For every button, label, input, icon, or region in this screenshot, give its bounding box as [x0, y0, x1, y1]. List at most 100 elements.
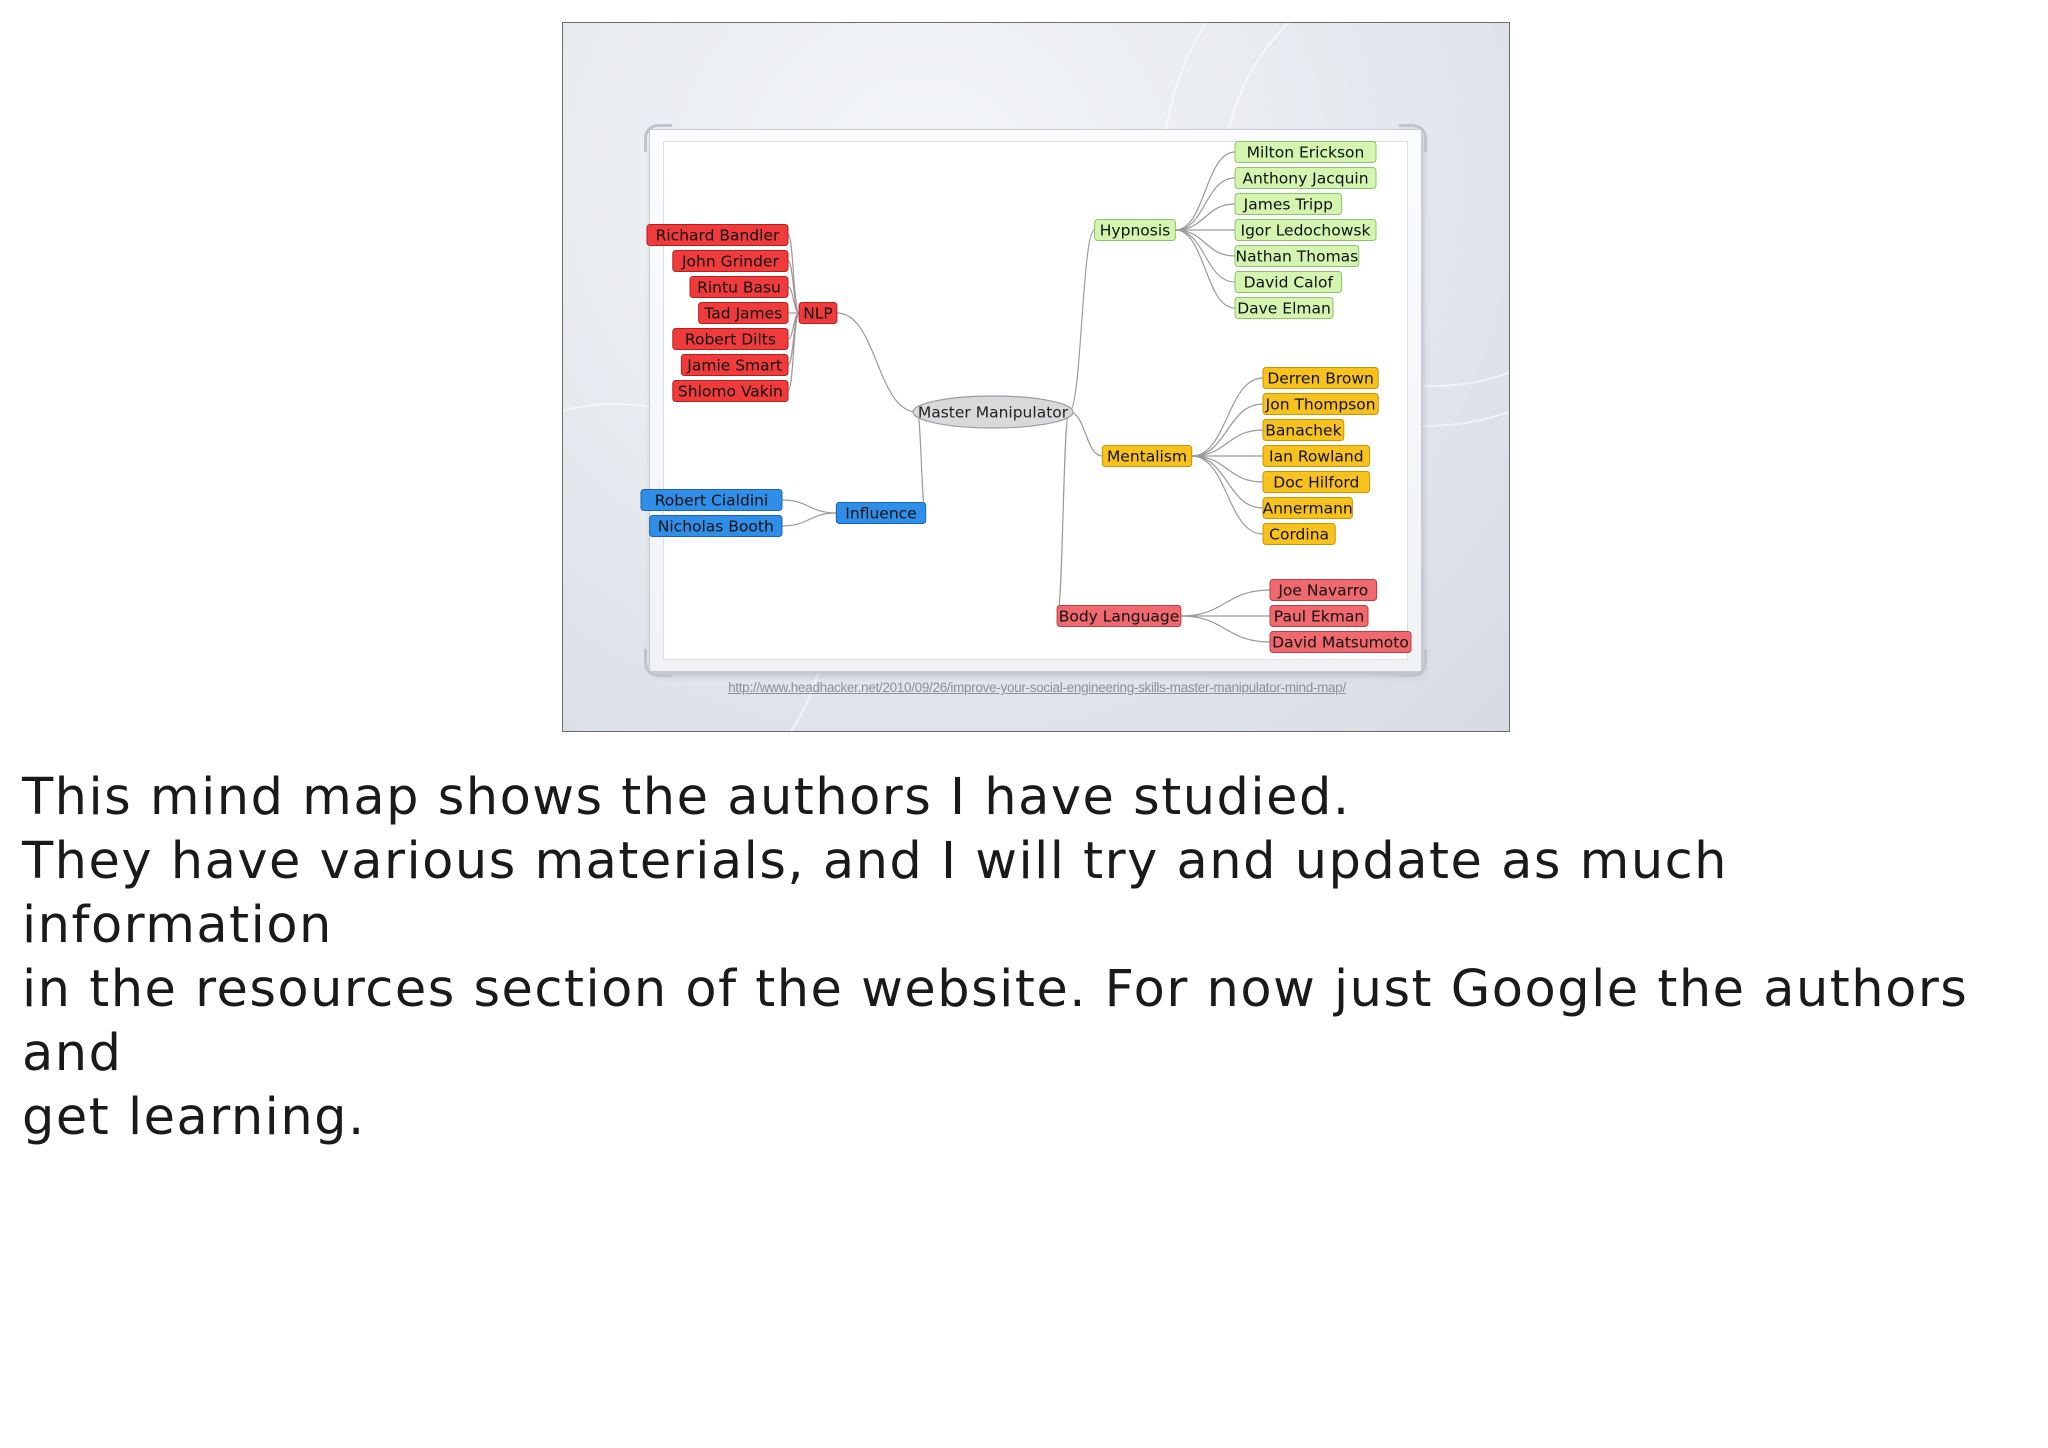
- node-box: [1056, 605, 1182, 627]
- node-label: Dave Elman: [1237, 300, 1331, 318]
- node-label: Mentalism: [1107, 448, 1187, 466]
- connector-line: [787, 312, 800, 392]
- root-node: [912, 395, 1074, 429]
- node-label: Nicholas Booth: [658, 518, 774, 536]
- node-box: [1262, 419, 1345, 441]
- node-label: Anthony Jacquin: [1242, 170, 1368, 188]
- node-box: [672, 380, 789, 402]
- connector-line: [1068, 229, 1096, 413]
- frame-corner: [1399, 124, 1427, 152]
- node-label: Hypnosis: [1100, 222, 1170, 240]
- node-label: Banachek: [1265, 422, 1341, 440]
- node-label: Jon Thompson: [1265, 396, 1376, 414]
- connector-line: [1175, 229, 1236, 309]
- node-label: Jamie Smart: [686, 357, 782, 375]
- node-label: Doc Hilford: [1273, 474, 1359, 492]
- node-box: [1262, 367, 1379, 389]
- connector-line: [1180, 615, 1271, 643]
- node-label: NLP: [803, 305, 833, 323]
- node-label: John Grinder: [681, 253, 780, 271]
- node-box: [698, 302, 789, 324]
- node-box: [1269, 631, 1412, 653]
- node-label: Richard Bandler: [656, 227, 780, 245]
- connector-line: [1191, 403, 1264, 457]
- connector-line: [787, 260, 800, 314]
- caption-line: in the resources section of the website.…: [22, 960, 1969, 1083]
- node-box: [1262, 445, 1371, 467]
- node-box: [1269, 579, 1378, 601]
- node-box: [1262, 523, 1336, 545]
- caption-text: This mind map shows the authors I have s…: [22, 766, 2032, 1150]
- node-box: [1094, 219, 1176, 241]
- root-label: Master Manipulator: [918, 404, 1069, 422]
- frame-corner: [644, 649, 672, 677]
- node-label: Ian Rowland: [1269, 448, 1364, 466]
- caption-line: This mind map shows the authors I have s…: [22, 768, 1351, 827]
- connector-line: [1180, 589, 1271, 617]
- connector-line: [836, 312, 918, 413]
- connector-line: [787, 286, 800, 314]
- node-box: [1234, 245, 1360, 267]
- node-label: Cordina: [1269, 526, 1329, 544]
- connector-line: [781, 512, 837, 527]
- node-label: Robert Dilts: [685, 331, 776, 349]
- connector-line: [1191, 455, 1264, 509]
- node-label: Igor Ledochowsk: [1241, 222, 1371, 240]
- connector-line: [916, 411, 927, 514]
- frame-corner: [1399, 649, 1427, 677]
- frame-corner: [644, 124, 672, 152]
- node-label: David Matsumoto: [1272, 634, 1409, 652]
- connector-line: [1175, 229, 1236, 257]
- connector-line: [1191, 455, 1264, 483]
- node-box: [1101, 445, 1193, 467]
- connector-line: [1175, 177, 1236, 231]
- connector-line: [1175, 151, 1236, 231]
- node-box: [835, 502, 927, 524]
- node-box: [1269, 605, 1369, 627]
- connector-line: [1175, 229, 1236, 283]
- connector-line: [1068, 411, 1103, 457]
- node-box: [1234, 193, 1343, 215]
- node-label: Derren Brown: [1267, 370, 1374, 388]
- node-box: [1234, 167, 1377, 189]
- node-box: [649, 515, 783, 537]
- node-box: [1234, 297, 1334, 319]
- node-label: Joe Navarro: [1277, 582, 1368, 600]
- connector-line: [1175, 203, 1236, 231]
- node-box: [689, 276, 789, 298]
- caption-line: They have various materials, and I will …: [22, 832, 1728, 955]
- node-label: Shlomo Vakin: [678, 383, 783, 401]
- node-label: Nathan Thomas: [1236, 248, 1359, 266]
- node-label: Body Language: [1059, 608, 1180, 626]
- node-label: David Calof: [1244, 274, 1334, 292]
- node-label: Paul Ekman: [1274, 608, 1364, 626]
- node-box: [1262, 497, 1353, 519]
- node-box: [672, 250, 789, 272]
- caption-line: get learning.: [22, 1088, 366, 1147]
- node-label: Milton Erickson: [1247, 144, 1365, 162]
- connector-line: [1191, 377, 1264, 457]
- node-label: Annermann: [1263, 500, 1353, 518]
- node-box: [1234, 141, 1377, 163]
- connector-line: [1191, 429, 1264, 457]
- node-box: [1234, 271, 1343, 293]
- node-box: [646, 224, 789, 246]
- node-label: Tad James: [703, 305, 782, 323]
- node-box: [1262, 393, 1379, 415]
- node-box: [798, 302, 838, 324]
- connector-line: [1056, 411, 1070, 617]
- connector-line: [1191, 455, 1264, 535]
- node-box: [640, 489, 783, 511]
- node-label: James Tripp: [1243, 196, 1333, 214]
- node-box: [1234, 219, 1377, 241]
- node-label: Influence: [845, 505, 916, 523]
- node-box: [1262, 471, 1371, 493]
- node-box: [680, 354, 789, 376]
- node-label: Robert Cialdini: [655, 492, 769, 510]
- node-label: Rintu Basu: [697, 279, 781, 297]
- source-link[interactable]: http://www.headhacker.net/2010/09/26/imp…: [728, 680, 1346, 695]
- node-box: [672, 328, 789, 350]
- connector-line: [781, 499, 837, 514]
